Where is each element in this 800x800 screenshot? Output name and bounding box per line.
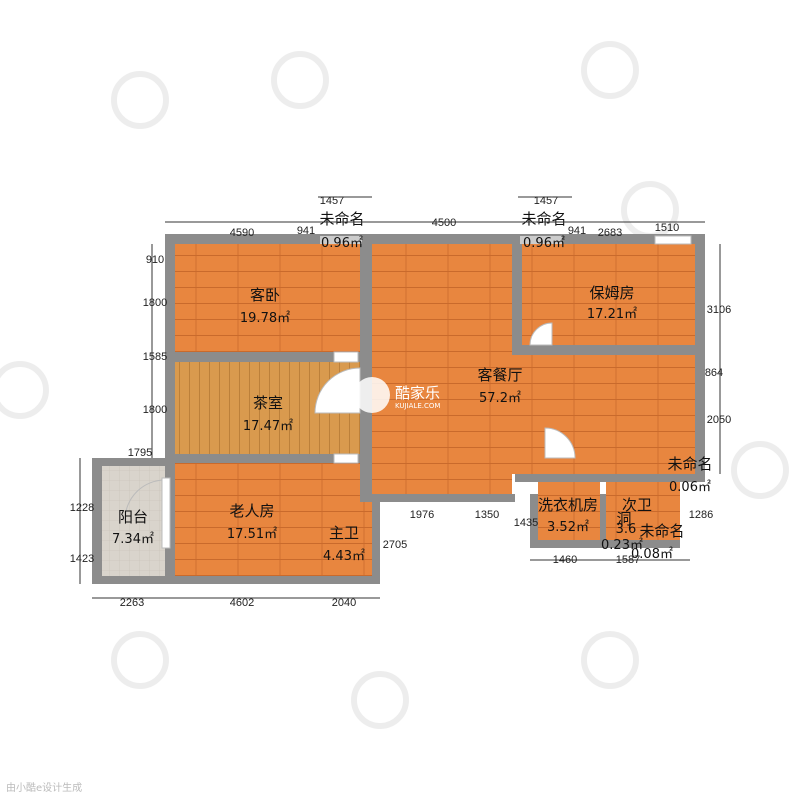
unnamed-2-name: 未命名 [521,210,566,228]
kujiale-logo: 酷家乐 KUJIALE.COM [354,377,440,413]
hole-area: 0.23㎡ [601,538,643,553]
dim-inner-2: 1350 [475,509,499,521]
dim-top-5: 1457 [534,195,558,207]
floor-balcony [102,466,165,576]
unnamed-3-name: 未命名 [667,455,712,473]
unnamed-4-name: 未命名 [639,522,684,540]
dim-left-6: 1228 [70,502,94,514]
dim-top-3: 1457 [320,195,344,207]
dim-bottom-3: 2040 [332,597,356,609]
dim-right-1: 3106 [707,304,731,316]
second-bath-area: 3.6 [616,522,637,537]
dim-left-7: 1423 [70,553,94,565]
balcony-area: 7.34㎡ [112,532,154,547]
elder-room-name: 老人房 [229,502,274,520]
dim-left-5: 1795 [128,447,152,459]
guest-bedroom-name: 客卧 [250,286,280,304]
dimension-labels: 4590 941 1457 4500 1457 941 2683 1510 91… [70,195,731,609]
room-labels: 客卧 19.78㎡ 保姆房 17.21㎡ 茶室 17.47㎡ 客餐厅 57.2㎡… [112,210,712,564]
dim-top-6: 941 [568,225,586,237]
floor-living-dining [372,244,512,494]
hole-name: 洞 [616,510,631,528]
elder-room-area: 17.51㎡ [227,527,277,542]
dim-right-3: 2050 [707,414,731,426]
dim-inner-5: 1460 [553,554,577,566]
doors [124,235,692,549]
dim-top-2: 941 [297,225,315,237]
living-dining-name: 客餐厅 [477,366,522,384]
unnamed-3-area: 0.06㎡ [669,480,711,495]
floor-guest-bedroom [175,244,360,352]
tea-room-name: 茶室 [253,394,283,412]
logo-sub: KUJIALE.COM [395,402,440,410]
dim-inner-1: 1976 [410,509,434,521]
footer-watermark: 由小酷e设计生成 [6,783,83,794]
master-bath-name: 主卫 [329,524,359,542]
floor-second-bath [606,482,680,540]
dim-top-4: 4500 [432,217,456,229]
unnamed-1-area: 0.96㎡ [321,236,363,251]
laundry-name: 洗衣机房 [538,496,598,514]
second-bath-name: 次卫 [622,496,652,514]
dim-left-4: 1800 [143,404,167,416]
nanny-room-name: 保姆房 [589,284,634,302]
dim-top-8: 1510 [655,222,679,234]
dim-inner-3: 2705 [383,539,407,551]
dim-inner-6: 1587 [616,554,640,566]
unnamed-1-name: 未命名 [319,210,364,228]
unnamed-4-area: 0.08㎡ [631,547,673,562]
floor-laundry [538,482,600,540]
guest-bedroom-area: 19.78㎡ [240,311,290,326]
dim-left-1: 910 [146,254,164,266]
dim-left-3: 1585 [143,351,167,363]
unnamed-2-area: 0.96㎡ [523,236,565,251]
balcony-name: 阳台 [118,508,148,526]
dim-bottom-2: 4602 [230,597,254,609]
walls [92,234,705,584]
floor-living-dining-east [512,355,695,474]
master-bath-area: 4.43㎡ [323,549,365,564]
laundry-area: 3.52㎡ [547,520,589,535]
nanny-room-area: 17.21㎡ [587,307,637,322]
dim-inner-4: 1435 [514,517,538,529]
floors [102,236,695,576]
logo-main: 酷家乐 [395,384,440,402]
dim-top-7: 2683 [598,227,622,239]
floor-master-bath [318,502,372,576]
dim-right-2: 864 [705,367,723,379]
dimension-lines [79,196,721,599]
dim-bottom-1: 2263 [120,597,144,609]
living-dining-area: 57.2㎡ [479,391,521,406]
tea-room-area: 17.47㎡ [243,419,293,434]
dim-right-4: 1286 [689,509,713,521]
dim-top-1: 4590 [230,227,254,239]
dim-left-2: 1800 [143,297,167,309]
